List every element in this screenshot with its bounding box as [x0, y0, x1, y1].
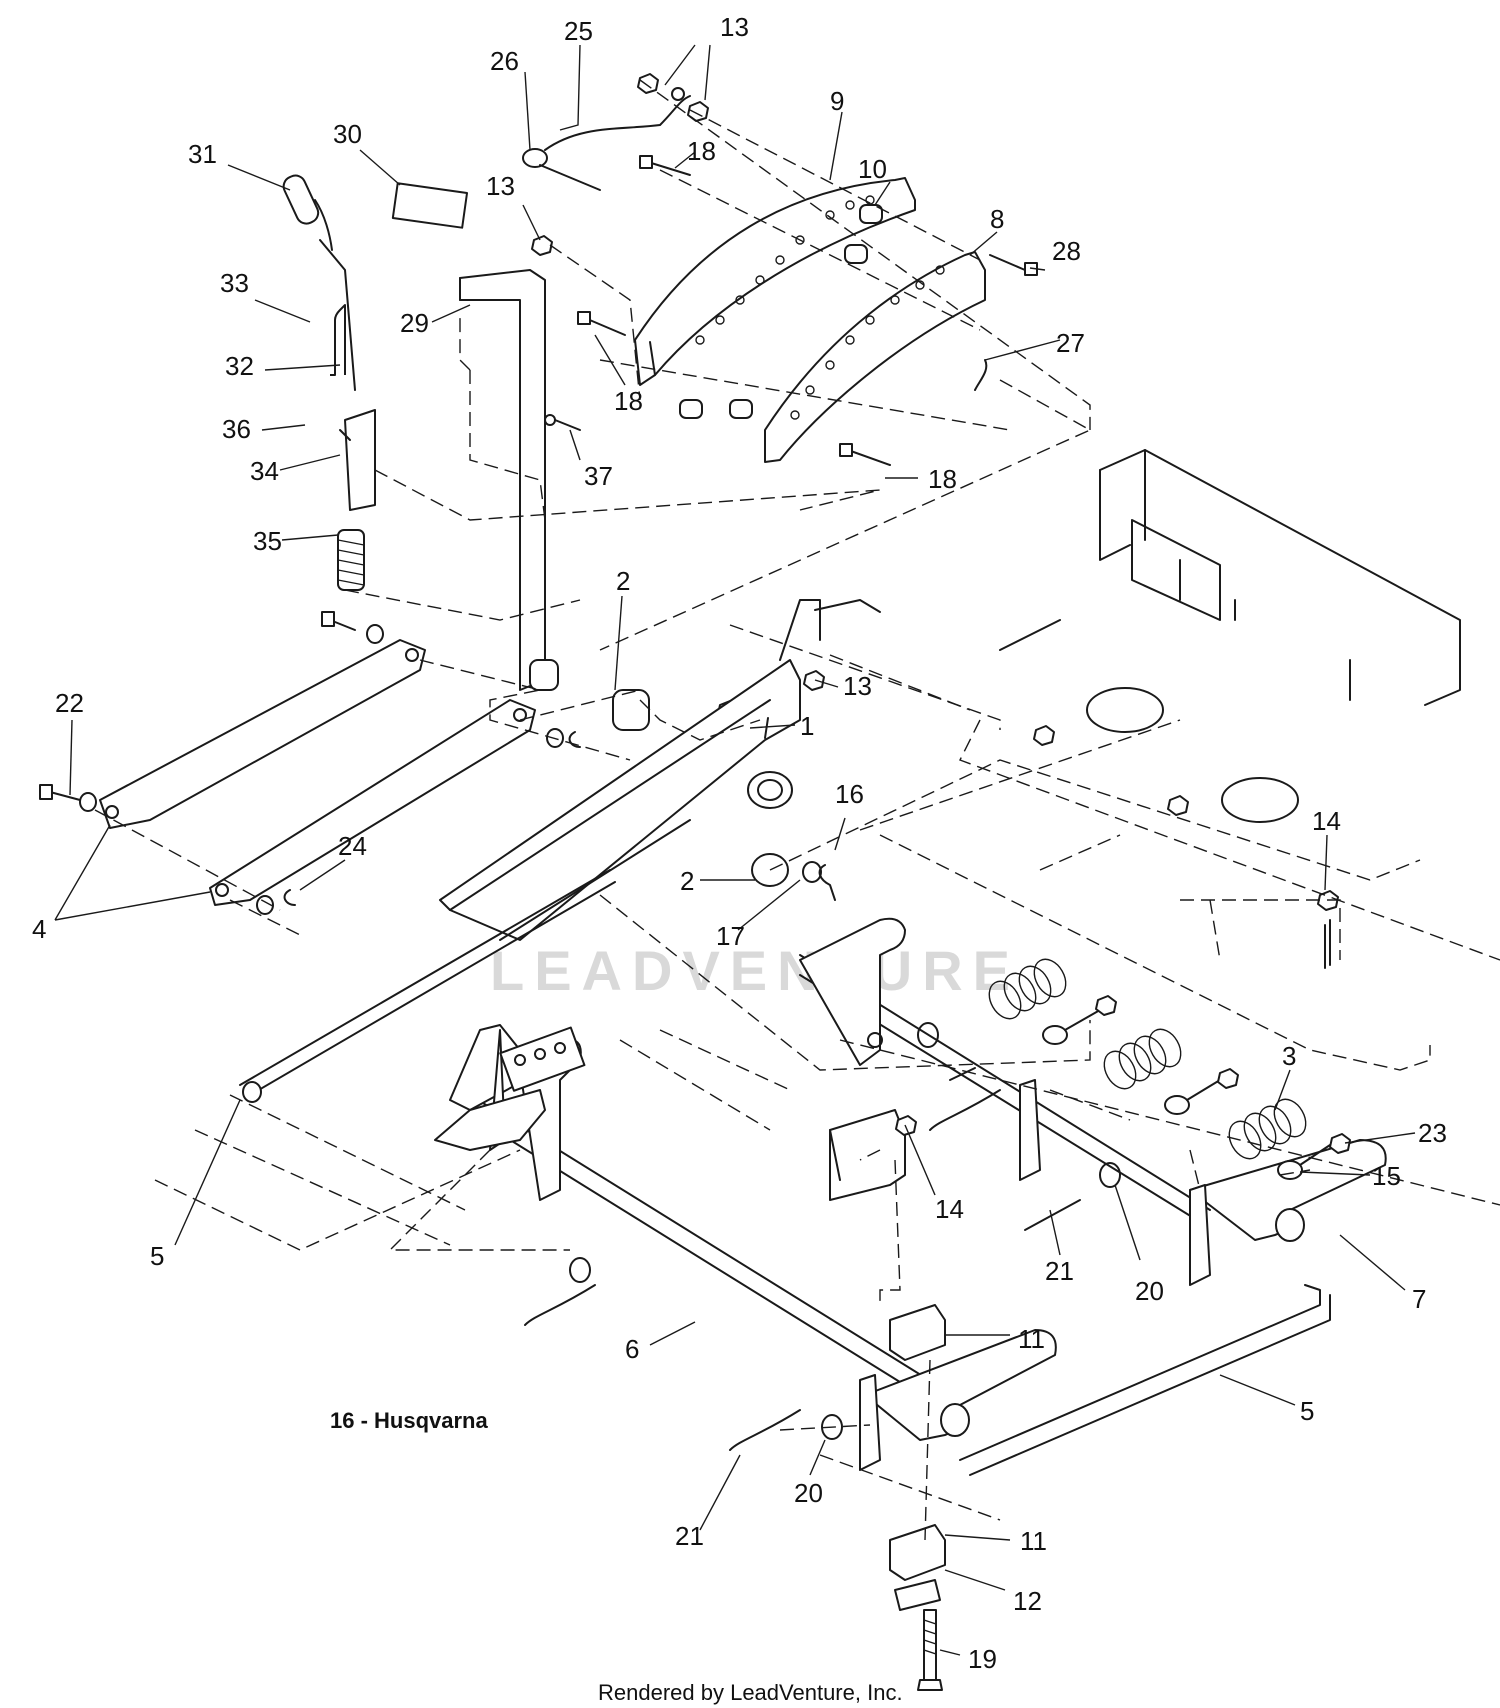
callout-9: 9	[830, 86, 844, 116]
callout-13: 13	[720, 12, 749, 42]
diagram-caption: 16 - Husqvarna	[330, 1408, 488, 1433]
lift-arm	[439, 599, 881, 941]
callout-13: 13	[843, 671, 872, 701]
callout-21: 21	[1045, 1256, 1074, 1286]
callout-3: 3	[1282, 1041, 1296, 1071]
callout-16: 16	[835, 779, 864, 809]
clamp-assembly	[889, 1304, 946, 1691]
callout-36: 36	[222, 414, 251, 444]
callout-32: 32	[225, 351, 254, 381]
callout-20: 20	[794, 1478, 823, 1508]
callout-37: 37	[584, 461, 613, 491]
callout-20: 20	[1135, 1276, 1164, 1306]
callout-27: 27	[1056, 328, 1085, 358]
frame-assembly	[999, 449, 1461, 969]
assembly-lines	[94, 79, 1500, 1541]
callout-11: 11	[1018, 1324, 1045, 1354]
deck-height-plates	[531, 73, 1038, 721]
callout-29: 29	[400, 308, 429, 338]
callout-8: 8	[990, 204, 1004, 234]
callout-34: 34	[250, 456, 279, 486]
callout-5: 5	[1300, 1396, 1314, 1426]
callout-25: 25	[564, 16, 593, 46]
callout-14: 14	[935, 1194, 964, 1224]
front-rock-shaft	[239, 869, 1331, 1476]
callout-23: 23	[1418, 1118, 1447, 1148]
callout-7: 7	[1412, 1284, 1426, 1314]
watermark: LEADVENTURE	[490, 939, 1020, 1002]
callout-15: 15	[1372, 1161, 1401, 1191]
leader-lines	[54, 44, 1416, 1656]
callout-14: 14	[1312, 806, 1341, 836]
callout-12: 12	[1013, 1586, 1042, 1616]
callout-18: 18	[687, 136, 716, 166]
callout-26: 26	[490, 46, 519, 76]
callout-19: 19	[968, 1644, 997, 1674]
lift-handle-assembly	[282, 174, 650, 731]
callout-30: 30	[333, 119, 362, 149]
footer-credit: Rendered by LeadVenture, Inc.	[598, 1680, 903, 1705]
center-bracket	[829, 1109, 917, 1201]
callout-28: 28	[1052, 236, 1081, 266]
callout-31: 31	[188, 139, 217, 169]
callout-11: 11	[1020, 1526, 1047, 1556]
callout-24: 24	[338, 831, 367, 861]
callout-22: 22	[55, 688, 84, 718]
link-bars	[39, 611, 581, 915]
callout-2: 2	[680, 866, 694, 896]
callout-1: 1	[800, 711, 814, 741]
hitch-pin	[522, 95, 988, 391]
callout-13: 13	[486, 171, 515, 201]
callout-18: 18	[614, 386, 643, 416]
callout-10: 10	[858, 154, 887, 184]
callout-35: 35	[253, 526, 282, 556]
callout-4: 4	[32, 914, 46, 944]
callout-labels: 25 13 26 9 31 30 18 13 10 8 28 33 29 27 …	[32, 12, 1447, 1674]
callout-2: 2	[616, 566, 630, 596]
callout-21: 21	[675, 1521, 704, 1551]
callout-5: 5	[150, 1241, 164, 1271]
rear-rock-shaft	[799, 725, 1387, 1286]
callout-17: 17	[716, 921, 745, 951]
callout-6: 6	[625, 1334, 639, 1364]
callout-33: 33	[220, 268, 249, 298]
callout-18: 18	[928, 464, 957, 494]
